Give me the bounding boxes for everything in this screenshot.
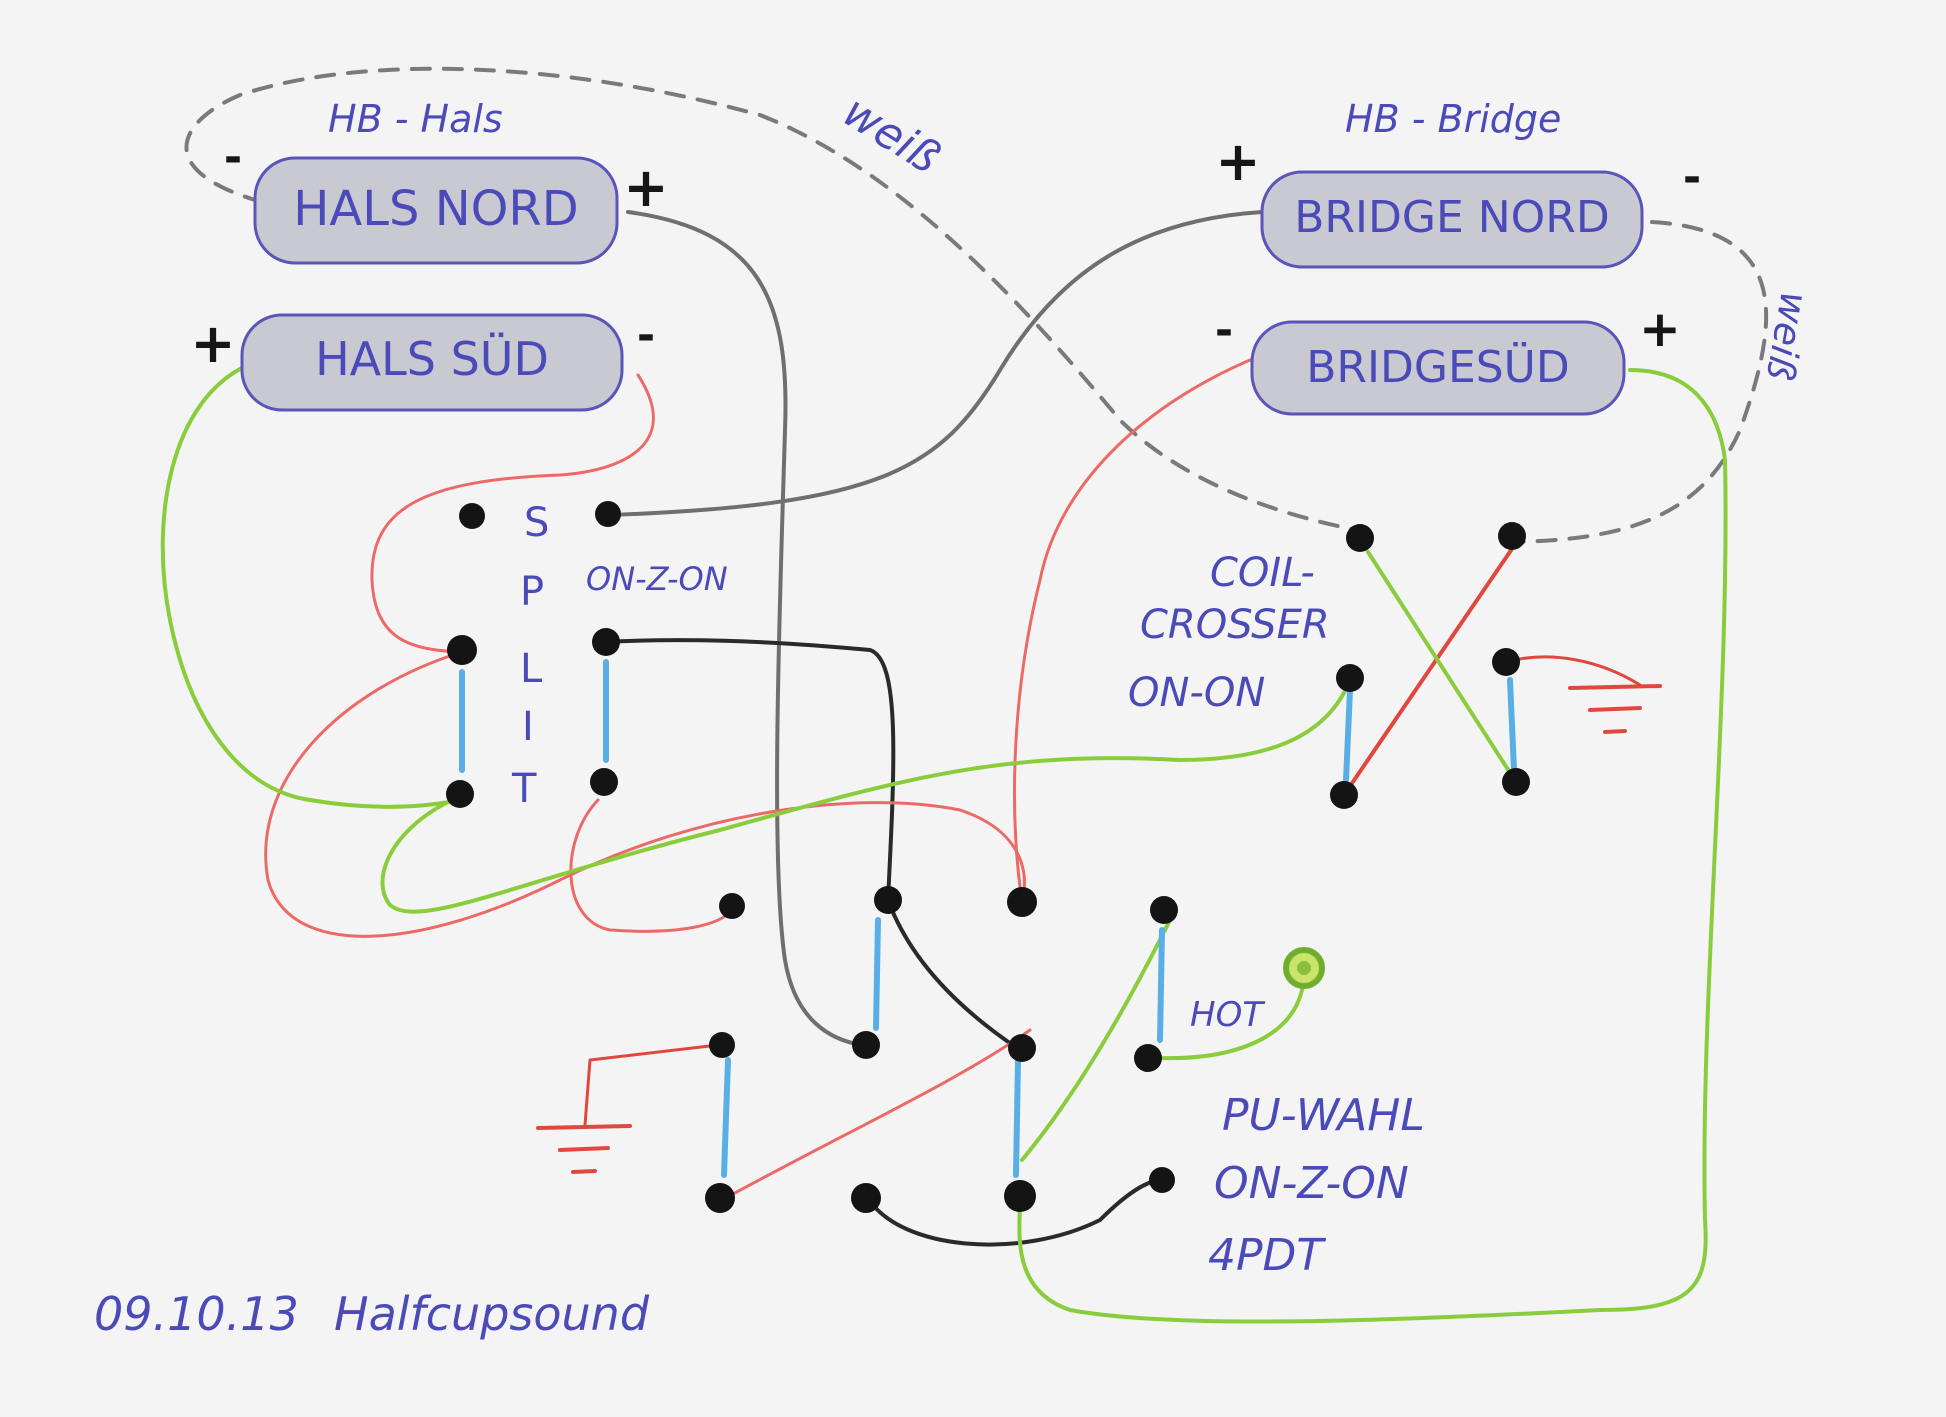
split-lug-1: [459, 503, 485, 529]
pu-lug-1: [719, 893, 745, 919]
crosser-lug-5: [1330, 781, 1358, 809]
ground-icon-crosser: [1568, 684, 1662, 734]
wire-green-bridge-south: [1017, 368, 1728, 1324]
crosser-lug-1: [1346, 524, 1374, 552]
split-lug-3: [447, 635, 477, 665]
split-letter-i: I: [522, 704, 534, 750]
jumper-pu-1: [873, 917, 881, 1031]
pu-lug-2: [874, 886, 902, 914]
wire-green-neck-south: [160, 363, 462, 809]
wire-black-pu-cross: [886, 898, 1022, 1052]
pickup-bridge-north-label: BRIDGE NORD: [1294, 192, 1610, 243]
wires: [160, 66, 1769, 1324]
wire-green-cross-2: [1366, 550, 1518, 784]
pu-line-1: PU-WAHL: [1222, 1090, 1425, 1141]
split-letter-l: L: [520, 646, 543, 692]
output-jack: HOT: [1190, 947, 1325, 1035]
crosser-lug-6: [1502, 768, 1530, 796]
pickup-bridge-north-plus: +: [1215, 130, 1260, 193]
pickup-bridge-south-plus: +: [1639, 300, 1681, 358]
crosser-lug-2: [1498, 522, 1526, 550]
pickup-bridge-south-minus: -: [1215, 305, 1233, 356]
pu-selector-switch: PU-WAHL ON-Z-ON 4PDT: [705, 886, 1425, 1281]
pickup-bridge-north-minus: -: [1683, 152, 1701, 203]
split-letter-p: P: [520, 569, 544, 615]
neck-link-label: weiß: [834, 86, 948, 184]
wire-red-split-loop: [264, 650, 1026, 938]
jumpers: [459, 659, 1517, 1178]
split-letter-t: T: [511, 766, 537, 812]
ground-icon-pu: [536, 1124, 632, 1174]
pickup-neck-south-plus: +: [190, 312, 235, 375]
pickup-neck-south: HALS SÜD + -: [190, 310, 655, 412]
wire-black-split-to-pu: [604, 638, 896, 902]
hot-label: HOT: [1190, 995, 1265, 1035]
footer-date: 09.10.13: [94, 1287, 299, 1341]
pickup-neck-south-label: HALS SÜD: [315, 332, 549, 386]
jumper-pu-4: [1157, 927, 1165, 1043]
split-type-label: ON-Z-ON: [586, 560, 728, 598]
pu-lug-8: [1134, 1044, 1162, 1072]
split-letter-s: S: [524, 500, 549, 546]
footer-author: Halfcupsound: [334, 1287, 650, 1341]
wire-gray-neck-north: [626, 210, 864, 1047]
wire-red-neck-south: [370, 373, 655, 654]
split-lug-6: [590, 768, 618, 796]
bridge-link-label: weiß: [1758, 288, 1817, 383]
crosser-line-1: COIL-: [1210, 550, 1315, 596]
pu-lug-12: [1149, 1167, 1175, 1193]
wire-green-hot: [1158, 988, 1304, 1061]
wire-red-ground-crosser: [1504, 655, 1642, 687]
pu-lug-11: [1004, 1180, 1036, 1212]
crosser-lug-4: [1492, 648, 1520, 676]
wire-weiss-bridge: [1510, 220, 1769, 544]
jumper-pu-3: [721, 1057, 731, 1178]
pu-line-3: 4PDT: [1208, 1230, 1326, 1281]
pickup-bridge-north: BRIDGE NORD + -: [1215, 130, 1701, 269]
pickup-neck-north-minus: -: [224, 132, 242, 183]
jumper-crosser-right: [1507, 677, 1517, 773]
pickup-neck-north: HALS NORD - +: [224, 132, 669, 265]
bridge-pickup-title: HB - Bridge: [1345, 97, 1561, 141]
pu-lug-9: [705, 1183, 735, 1213]
crosser-line-3: ON-ON: [1128, 670, 1265, 716]
wire-green-split-to-crosser: [380, 678, 1352, 914]
wire-red-ground-pu: [583, 1043, 720, 1127]
wire-red-bridge-south: [1013, 353, 1264, 904]
split-lug-2: [595, 501, 621, 527]
split-lug-5: [446, 780, 474, 808]
split-lug-4: [592, 628, 620, 656]
pu-lug-3: [1007, 887, 1037, 917]
wire-red-split-lower: [569, 798, 734, 933]
split-switch: S P L I T ON-Z-ON: [446, 500, 728, 812]
pu-lug-10: [851, 1183, 881, 1213]
wire-red-pu-diag: [720, 1028, 1032, 1202]
pu-lug-4: [1150, 896, 1178, 924]
pickup-bridge-south-label: BRIDGESÜD: [1306, 341, 1570, 393]
pickup-neck-south-minus: -: [637, 310, 655, 361]
wire-weiss-neck: [184, 66, 1370, 534]
crosser-lug-3: [1336, 664, 1364, 692]
pu-lug-6: [852, 1031, 880, 1059]
neck-pickup-title: HB - Hals: [328, 97, 503, 141]
wire-black-pu-bottom: [866, 1178, 1164, 1247]
pickup-neck-north-label: HALS NORD: [293, 181, 578, 237]
wire-green-pu-diag: [1020, 918, 1172, 1162]
crosser-line-2: CROSSER: [1140, 602, 1330, 648]
wire-gray-bridge-north: [608, 210, 1264, 517]
pu-lug-5: [709, 1032, 735, 1058]
jack-hot-center: [1297, 961, 1311, 975]
wire-red-cross-1: [1344, 538, 1520, 794]
jumper-pu-2: [1013, 1057, 1021, 1178]
coil-crosser-switch: COIL- CROSSER ON-ON: [1128, 522, 1530, 809]
pickup-bridge-south: BRIDGESÜD - +: [1215, 300, 1681, 416]
pu-line-2: ON-Z-ON: [1214, 1158, 1409, 1209]
jumper-crosser-left: [1343, 687, 1353, 783]
pu-lug-7: [1008, 1034, 1036, 1062]
pickup-neck-north-plus: +: [623, 156, 668, 219]
